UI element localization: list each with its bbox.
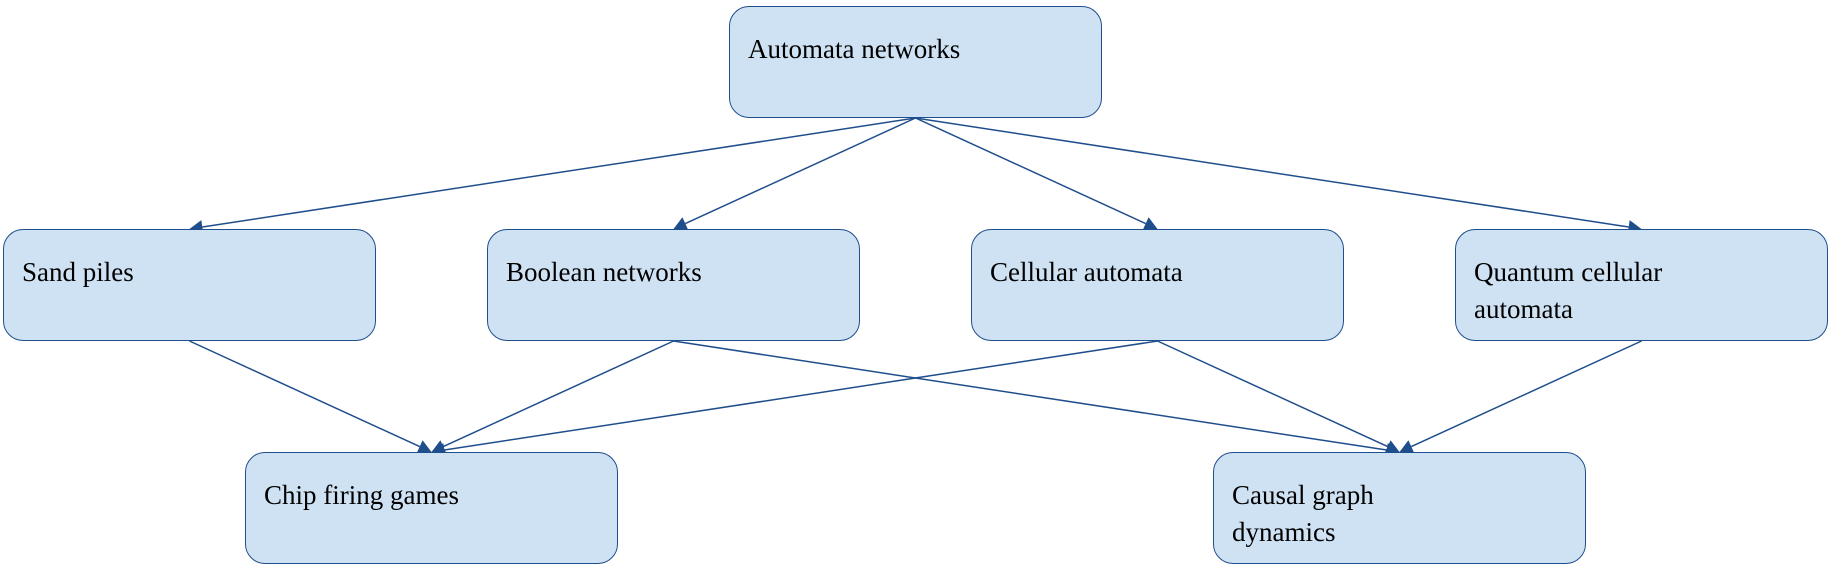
arrowhead-causal-graph-dynamics [1399,440,1415,453]
node-label-sand-piles: Sand piles [22,257,134,287]
edge-boolean-networks-to-causal-graph-dynamics [673,340,1387,451]
node-boolean-networks: Boolean networks [487,229,860,341]
node-label-boolean-networks: Boolean networks [506,257,702,287]
edge-automata-networks-to-sand-piles [202,117,916,228]
arrowhead-boolean-networks [673,217,689,230]
node-label-quantum-cellular-automata: Quantum cellular automata [1474,257,1663,324]
arrowhead-chip-firing-games [416,440,432,453]
node-sand-piles: Sand piles [3,229,376,341]
node-label-cellular-automata: Cellular automata [990,257,1183,287]
edge-boolean-networks-to-chip-firing-games [443,340,674,448]
node-causal-graph-dynamics: Causal graph dynamics [1213,452,1586,564]
edge-automata-networks-to-quantum-cellular-automata [915,117,1629,228]
edges-layer [189,117,1642,457]
edge-automata-networks-to-cellular-automata [915,117,1146,225]
edge-automata-networks-to-boolean-networks [685,117,916,225]
edge-cellular-automata-to-causal-graph-dynamics [1157,340,1388,448]
edge-cellular-automata-to-chip-firing-games [444,340,1158,451]
node-automata-networks: Automata networks [729,6,1102,118]
arrowhead-cellular-automata [1142,217,1158,230]
node-label-causal-graph-dynamics: Causal graph dynamics [1232,480,1374,547]
edge-sand-piles-to-chip-firing-games [189,340,420,448]
node-cellular-automata: Cellular automata [971,229,1344,341]
node-label-chip-firing-games: Chip firing games [264,480,459,510]
node-quantum-cellular-automata: Quantum cellular automata [1455,229,1828,341]
node-label-automata-networks: Automata networks [748,34,961,64]
arrowhead-causal-graph-dynamics [1384,440,1400,453]
node-chip-firing-games: Chip firing games [245,452,618,564]
edge-quantum-cellular-automata-to-causal-graph-dynamics [1411,340,1642,448]
